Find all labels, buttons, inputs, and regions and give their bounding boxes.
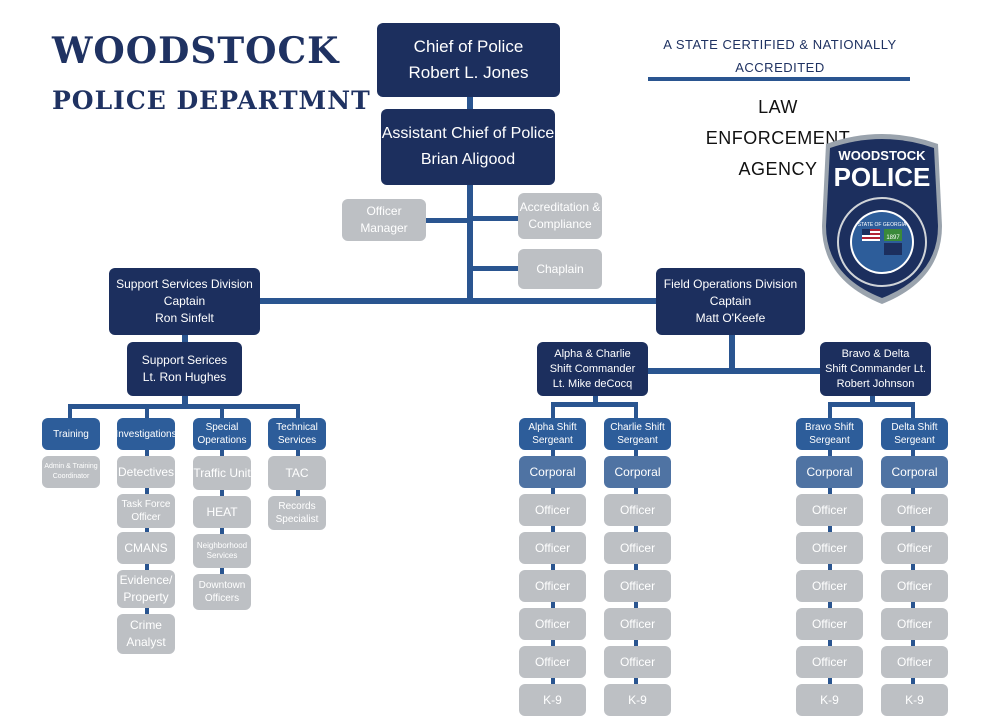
crime-analyst-box: Crime Analyst — [117, 614, 175, 654]
downtown-officers-box: Downtown Officers — [193, 574, 251, 610]
investigations-box: Investigations — [115, 418, 177, 450]
training-box: Training — [42, 418, 100, 450]
bravo-officer-box: Officer — [796, 494, 863, 526]
badge-year-text: 1897 — [886, 235, 900, 241]
accreditation-text: A STATE CERTIFIED & NATIONALLY ACCREDITE… — [663, 37, 897, 75]
assistant-chief-box: Assistant Chief of Police Brian Aligood — [381, 109, 555, 185]
alpha-officer-box: Officer — [519, 570, 586, 602]
accreditation-compliance-box: Accreditation & Compliance — [518, 193, 602, 239]
bravo-officer-box: Officer — [796, 608, 863, 640]
badge-main-text: POLICE — [834, 162, 931, 192]
delta-officer-box: Officer — [881, 646, 948, 678]
cmans-box: CMANS — [117, 532, 175, 564]
alpha-officer-box: Officer — [519, 532, 586, 564]
delta-officer-box: Officer — [881, 494, 948, 526]
chaplain-box: Chaplain — [518, 249, 602, 289]
charlie-officer-box: Officer — [604, 532, 671, 564]
charlie-officer-box: Officer — [604, 608, 671, 640]
traffic-unit-box: Traffic Unit — [193, 456, 251, 490]
officer-manager-box: Officer Manager — [342, 199, 426, 241]
bravo-corporal-box: Corporal — [796, 456, 863, 488]
special-operations-box: Special Operations — [193, 418, 251, 450]
delta-officer-box: Officer — [881, 570, 948, 602]
delta-officer-box: Officer — [881, 608, 948, 640]
heat-box: HEAT — [193, 496, 251, 528]
bravo-officer-box: Officer — [796, 646, 863, 678]
admin-training-coordinator-box: Admin & Training Coordinator — [42, 456, 100, 488]
department-title: WOODSTOCK — [52, 30, 340, 72]
alpha-officer-box: Officer — [519, 608, 586, 640]
charlie-corporal-box: Corporal — [604, 456, 671, 488]
detectives-box: Detectives — [117, 456, 175, 488]
agency-text: LAW ENFORCEMENT AGENCY — [705, 97, 851, 179]
task-force-officer-box: Task Force Officer — [117, 494, 175, 528]
department-subtitle: POLICE DEPARTMNT — [52, 86, 371, 115]
charlie-k9-box: K-9 — [604, 684, 671, 716]
tac-box: TAC — [268, 456, 326, 490]
police-badge-logo: WOODSTOCK POLICE STATE OF GEORGIA 1897 — [822, 134, 942, 304]
chief-of-police-box: Chief of Police Robert L. Jones — [377, 23, 560, 97]
bravo-shift-sergeant-box: Bravo Shift Sergeant — [796, 418, 863, 450]
bravo-delta-commander-box: Bravo & Delta Shift Commander Lt. Robert… — [820, 342, 931, 396]
bravo-k9-box: K-9 — [796, 684, 863, 716]
delta-k9-box: K-9 — [881, 684, 948, 716]
badge-top-text: WOODSTOCK — [838, 148, 926, 163]
delta-shift-sergeant-box: Delta Shift Sergeant — [881, 418, 948, 450]
charlie-officer-box: Officer — [604, 494, 671, 526]
alpha-corporal-box: Corporal — [519, 456, 586, 488]
charlie-shift-sergeant-box: Charlie Shift Sergeant — [604, 418, 671, 450]
badge-state-text: STATE OF GEORGIA — [858, 222, 907, 228]
bravo-officer-box: Officer — [796, 570, 863, 602]
technical-services-box: Technical Services — [268, 418, 326, 450]
divider — [648, 77, 910, 81]
neighborhood-services-box: Neighborhood Services — [193, 534, 251, 568]
evidence-property-box: Evidence/ Property — [117, 570, 175, 608]
delta-officer-box: Officer — [881, 532, 948, 564]
alpha-shift-sergeant-box: Alpha Shift Sergeant — [519, 418, 586, 450]
alpha-k9-box: K-9 — [519, 684, 586, 716]
records-specialist-box: Records Specialist — [268, 496, 326, 530]
charlie-officer-box: Officer — [604, 646, 671, 678]
alpha-officer-box: Officer — [519, 494, 586, 526]
field-operations-division-box: Field Operations Division Captain Matt O… — [656, 268, 805, 335]
bravo-officer-box: Officer — [796, 532, 863, 564]
delta-corporal-box: Corporal — [881, 456, 948, 488]
support-services-division-box: Support Services Division Captain Ron Si… — [109, 268, 260, 335]
support-services-box: Support Serices Lt. Ron Hughes — [127, 342, 242, 396]
alpha-charlie-commander-box: Alpha & Charlie Shift Commander Lt. Mike… — [537, 342, 648, 396]
alpha-officer-box: Officer — [519, 646, 586, 678]
charlie-officer-box: Officer — [604, 570, 671, 602]
